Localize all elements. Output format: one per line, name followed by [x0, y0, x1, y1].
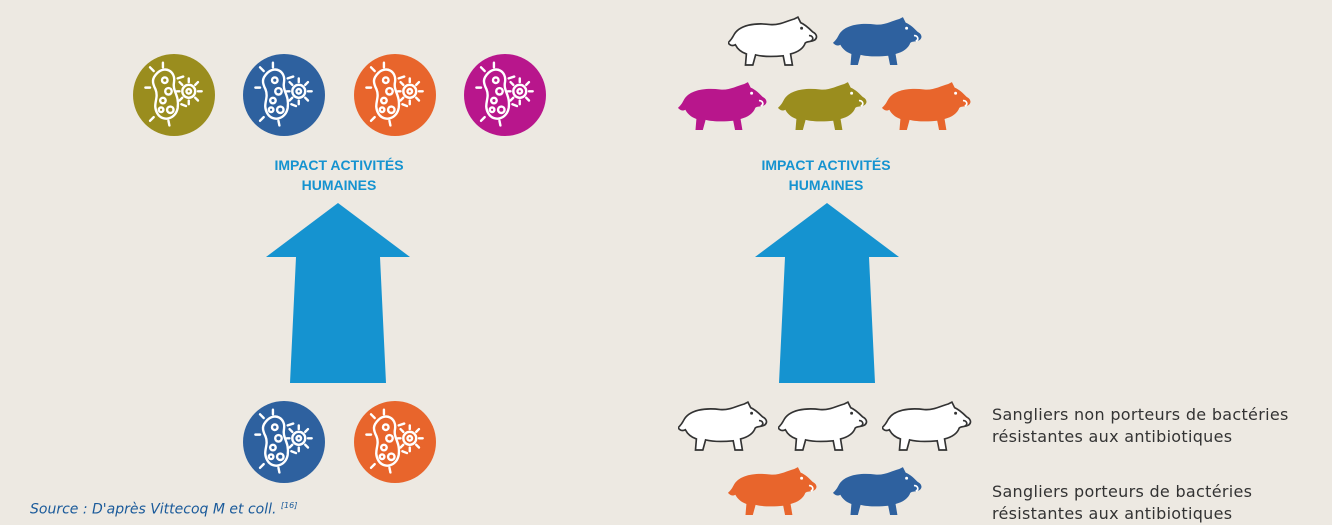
legend-non-carriers-line2: résistantes aux antibiotiques [992, 427, 1233, 446]
bacteria-icon [133, 54, 215, 136]
right-up-arrow [755, 203, 899, 383]
bacteria-icon [243, 54, 325, 136]
boar-filled-icon [833, 465, 925, 519]
boar-filled-icon [678, 80, 770, 134]
bacteria-icon [464, 54, 546, 136]
boar-filled-icon [728, 465, 820, 519]
left-arrow-shape [266, 203, 410, 383]
legend-carriers-line1: Sangliers porteurs de bactéries [992, 482, 1253, 501]
left-up-arrow [266, 203, 410, 383]
bacteria-icon [243, 401, 325, 483]
boar-filled-icon [882, 80, 974, 134]
boar-outline-icon [678, 400, 770, 454]
legend-carriers-line2: résistantes aux antibiotiques [992, 504, 1233, 523]
left-impact-line1: IMPACT ACTIVITÉS [274, 157, 404, 173]
right-arrow-shape [755, 203, 899, 383]
source-ref: [16] [280, 501, 298, 510]
legend-non-carriers-line1: Sangliers non porteurs de bactéries [992, 405, 1289, 424]
bacteria-icon [354, 54, 436, 136]
left-impact-label: IMPACT ACTIVITÉS HUMAINES [239, 155, 439, 195]
boar-outline-icon [778, 400, 870, 454]
legend-carriers: Sangliers porteurs de bactéries résistan… [992, 481, 1322, 525]
legend-non-carriers: Sangliers non porteurs de bactéries rési… [992, 404, 1322, 448]
source-text: Source : D'après Vittecoq M et coll. [30, 501, 277, 518]
right-impact-line2: HUMAINES [788, 177, 864, 193]
bacteria-icon [354, 401, 436, 483]
source-credit: Source : D'après Vittecoq M et coll. [16… [30, 501, 297, 518]
boar-outline-icon [882, 400, 974, 454]
right-impact-label: IMPACT ACTIVITÉS HUMAINES [726, 155, 926, 195]
boar-filled-icon [833, 15, 925, 69]
boar-outline-icon [728, 15, 820, 69]
boar-filled-icon [778, 80, 870, 134]
left-impact-line2: HUMAINES [301, 177, 377, 193]
right-impact-line1: IMPACT ACTIVITÉS [761, 157, 891, 173]
